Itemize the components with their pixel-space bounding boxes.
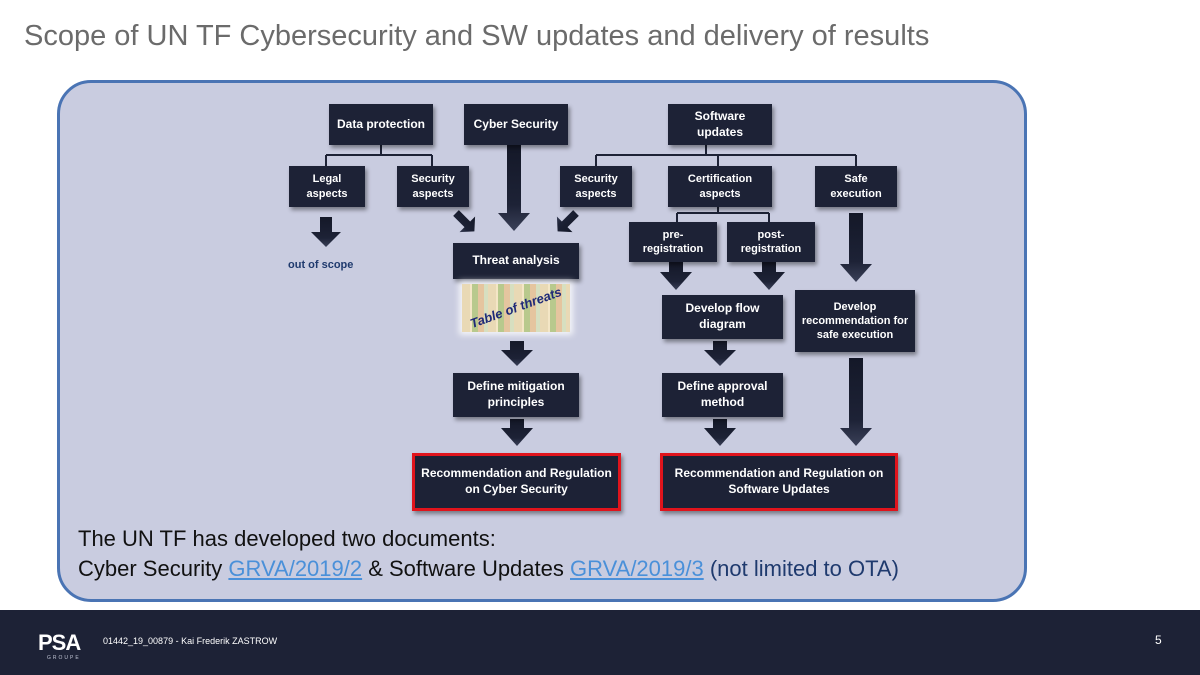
node-develop-flow-diagram: Develop flow diagram <box>662 295 783 339</box>
result-software-updates: Recommendation and Regulation on Softwar… <box>660 453 898 511</box>
node-pre-registration: pre-registration <box>629 222 717 262</box>
node-security-aspects-right: Security aspects <box>560 166 632 207</box>
node-data-protection: Data protection <box>329 104 433 145</box>
result-cyber-security: Recommendation and Regulation on Cyber S… <box>412 453 621 511</box>
node-certification-aspects: Certification aspects <box>668 166 772 207</box>
psa-logo-sub: GROUPE <box>47 655 81 661</box>
node-develop-recommendation: Develop recommendation for safe executio… <box>795 290 915 352</box>
psa-logo: PSA <box>38 630 81 655</box>
node-safe-execution: Safe execution <box>815 166 897 207</box>
out-of-scope-label: out of scope <box>288 259 354 271</box>
summary-cyber-prefix: Cyber Security <box>78 556 229 581</box>
page-number: 5 <box>1155 633 1162 647</box>
summary-suffix: (not limited to OTA) <box>703 556 899 581</box>
node-define-mitigation: Define mitigation principles <box>453 373 579 417</box>
node-define-approval: Define approval method <box>662 373 783 417</box>
summary-connector: & Software Updates <box>362 556 570 581</box>
node-software-updates: Software updates <box>668 104 772 145</box>
link-grva-2019-2[interactable]: GRVA/2019/2 <box>228 556 363 581</box>
footer-bar: PSA GROUPE 01442_19_00879 - Kai Frederik… <box>0 610 1200 675</box>
node-security-aspects-left: Security aspects <box>397 166 469 207</box>
summary-text: The UN TF has developed two documents: C… <box>78 524 899 584</box>
summary-line-1: The UN TF has developed two documents: <box>78 526 496 551</box>
node-post-registration: post-registration <box>727 222 815 262</box>
summary-line-2: Cyber Security GRVA/2019/2 & Software Up… <box>78 554 899 584</box>
slide-title: Scope of UN TF Cybersecurity and SW upda… <box>24 20 930 52</box>
node-cyber-security: Cyber Security <box>464 104 568 145</box>
node-legal-aspects: Legal aspects <box>289 166 365 207</box>
node-threat-analysis: Threat analysis <box>453 243 579 279</box>
link-grva-2019-3[interactable]: GRVA/2019/3 <box>570 556 704 581</box>
footer-reference: 01442_19_00879 - Kai Frederik ZASTROW <box>103 636 278 646</box>
table-of-threats-image: Table of threats <box>462 284 570 332</box>
